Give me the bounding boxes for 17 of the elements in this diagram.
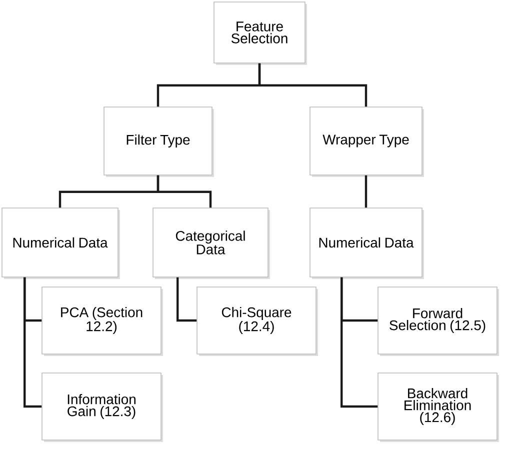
connector-line	[176, 277, 197, 322]
connector-line	[340, 277, 378, 408]
text-box: Filter Type	[104, 106, 214, 177]
text-box: Chi-Square (12.4)	[196, 286, 318, 356]
text-box: Categorical Data	[152, 208, 270, 279]
connector-line	[24, 277, 42, 408]
text-box: Wrapper Type	[310, 106, 424, 177]
text-box: PCA (Section 12.2)	[42, 286, 163, 356]
connector-line	[258, 63, 368, 107]
connector-line	[364, 175, 368, 208]
text-box: Feature Selection	[214, 2, 307, 65]
text-box: Numerical Data	[2, 208, 120, 279]
text-box: Backward Elimination (12.6)	[378, 372, 499, 442]
connector-line	[156, 175, 212, 208]
text-box: Numerical Data	[310, 208, 424, 279]
text-box: Forward Selection (12.5)	[378, 286, 499, 356]
text-box: Information Gain (12.3)	[42, 372, 163, 442]
